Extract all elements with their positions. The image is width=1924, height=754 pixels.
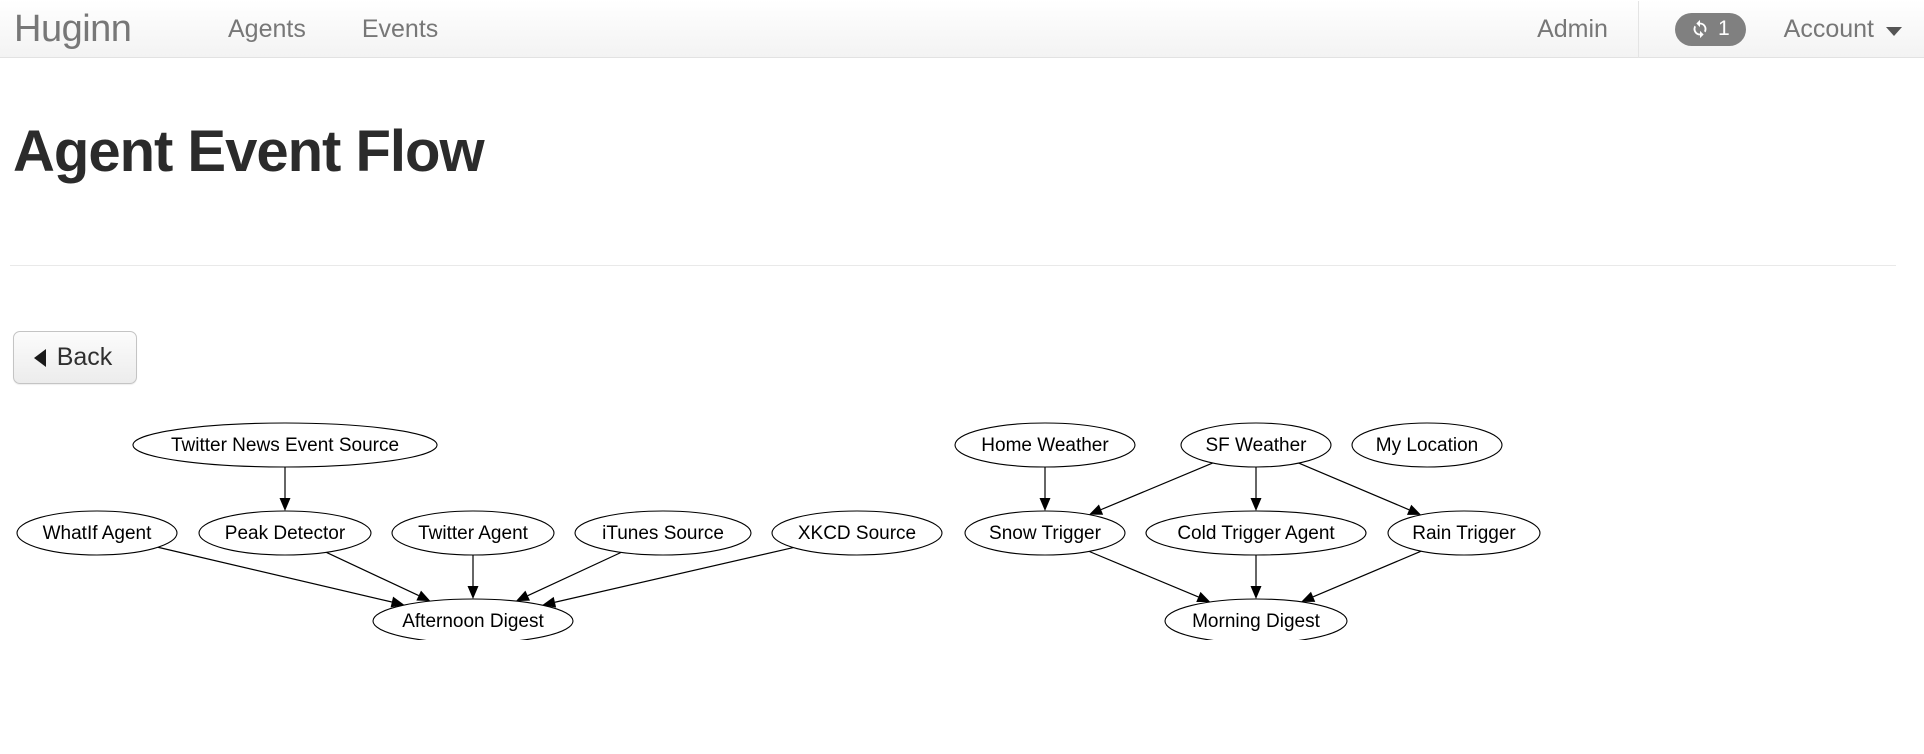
node-shape-twitter_news_event_source <box>132 422 438 468</box>
edge-whatif_agent-to-afternoon_digest <box>157 546 392 603</box>
arrowhead-sf_weather-to-rain_trigger <box>1406 504 1422 515</box>
primary-nav: Agents Events <box>200 0 466 58</box>
edge-rain_trigger-to-morning_digest <box>1312 550 1422 598</box>
status-badge-count: 1 <box>1717 17 1730 40</box>
graph-node-twitter_news_event_source[interactable]: Twitter News Event Source <box>132 422 438 468</box>
node-label-afternoon_digest: Afternoon Digest <box>402 611 544 632</box>
graph-node-itunes_source[interactable]: iTunes Source <box>574 510 752 556</box>
node-label-cold_trigger_agent: Cold Trigger Agent <box>1177 523 1335 544</box>
arrowhead-itunes_source-to-afternoon_digest <box>515 590 531 602</box>
edge-itunes_source-to-afternoon_digest <box>527 551 622 597</box>
chevron-left-icon <box>33 348 46 367</box>
node-shape-home_weather <box>954 422 1136 468</box>
status-badge[interactable]: 1 <box>1674 12 1746 46</box>
node-shape-xkcd_source <box>771 510 943 556</box>
node-label-my_location: My Location <box>1376 435 1478 456</box>
arrowhead-sf_weather-to-snow_trigger <box>1089 504 1104 515</box>
secondary-nav: Admin 1 Account <box>1507 0 1924 58</box>
graph-node-my_location[interactable]: My Location <box>1351 422 1503 468</box>
arrowhead-snow_trigger-to-morning_digest <box>1196 591 1211 603</box>
edges-layer <box>157 462 1422 608</box>
top-navbar: Huginn Agents Events Admin 1 Account <box>0 0 1924 58</box>
edge-sf_weather-to-rain_trigger <box>1298 462 1410 511</box>
graph-node-afternoon_digest[interactable]: Afternoon Digest <box>372 598 574 640</box>
edge-xkcd_source-to-afternoon_digest <box>554 546 794 603</box>
node-label-sf_weather: SF Weather <box>1205 435 1307 456</box>
graph-node-sf_weather[interactable]: SF Weather <box>1180 422 1332 468</box>
node-shape-afternoon_digest <box>372 598 574 640</box>
arrowhead-twitter_news_event_source-to-peak_detector <box>279 498 291 511</box>
arrowhead-home_weather-to-snow_trigger <box>1039 498 1051 511</box>
refresh-icon <box>1689 18 1711 40</box>
back-button[interactable]: Back <box>13 331 137 384</box>
node-label-twitter_news_event_source: Twitter News Event Source <box>171 435 399 456</box>
node-label-peak_detector: Peak Detector <box>225 523 346 544</box>
arrowhead-rain_trigger-to-morning_digest <box>1301 591 1316 602</box>
node-label-xkcd_source: XKCD Source <box>798 523 916 544</box>
arrowhead-whatif_agent-to-afternoon_digest <box>390 596 405 608</box>
page-title: Agent Event Flow <box>13 119 485 184</box>
nav-link-agents[interactable]: Agents <box>228 15 306 43</box>
graph-node-rain_trigger[interactable]: Rain Trigger <box>1387 510 1541 556</box>
nav-link-admin[interactable]: Admin <box>1537 15 1608 43</box>
node-shape-peak_detector <box>198 510 372 556</box>
arrowhead-twitter_agent-to-afternoon_digest <box>467 586 479 599</box>
arrowhead-xkcd_source-to-afternoon_digest <box>542 596 557 608</box>
nav-link-events[interactable]: Events <box>361 15 439 43</box>
node-label-whatif_agent: WhatIf Agent <box>43 523 153 544</box>
title-divider <box>10 265 1896 266</box>
account-menu-label: Account <box>1783 15 1874 43</box>
graph-node-home_weather[interactable]: Home Weather <box>954 422 1136 468</box>
node-label-twitter_agent: Twitter Agent <box>418 523 529 544</box>
node-shape-rain_trigger <box>1387 510 1541 556</box>
node-shape-itunes_source <box>574 510 752 556</box>
node-shape-cold_trigger_agent <box>1145 510 1367 556</box>
node-shape-sf_weather <box>1180 422 1332 468</box>
arrowhead-peak_detector-to-afternoon_digest <box>416 590 431 602</box>
graph-node-cold_trigger_agent[interactable]: Cold Trigger Agent <box>1145 510 1367 556</box>
edge-sf_weather-to-snow_trigger <box>1100 462 1214 511</box>
graph-node-whatif_agent[interactable]: WhatIf Agent <box>16 510 178 556</box>
node-shape-whatif_agent <box>16 510 178 556</box>
graph-node-twitter_agent[interactable]: Twitter Agent <box>391 510 555 556</box>
node-shape-morning_digest <box>1164 598 1348 640</box>
node-label-rain_trigger: Rain Trigger <box>1412 523 1516 544</box>
account-menu[interactable]: Account <box>1784 0 1924 58</box>
chevron-down-icon <box>1886 26 1902 36</box>
graph-node-morning_digest[interactable]: Morning Digest <box>1164 598 1348 640</box>
node-label-morning_digest: Morning Digest <box>1192 611 1320 632</box>
node-shape-twitter_agent <box>391 510 555 556</box>
graph-node-peak_detector[interactable]: Peak Detector <box>198 510 372 556</box>
node-label-snow_trigger: Snow Trigger <box>989 523 1102 544</box>
graph-node-xkcd_source[interactable]: XKCD Source <box>771 510 943 556</box>
node-label-itunes_source: iTunes Source <box>602 523 724 544</box>
node-label-home_weather: Home Weather <box>981 435 1109 456</box>
nav-divider <box>1637 0 1639 58</box>
back-button-label: Back <box>56 343 113 371</box>
graph-node-snow_trigger[interactable]: Snow Trigger <box>964 510 1126 556</box>
worker-status-badge-wrapper: 1 <box>1639 0 1784 58</box>
arrowhead-sf_weather-to-cold_trigger_agent <box>1250 498 1262 511</box>
brand-logo[interactable]: Huginn <box>14 8 132 50</box>
edge-snow_trigger-to-morning_digest <box>1088 550 1199 598</box>
edge-peak_detector-to-afternoon_digest <box>325 551 419 597</box>
node-shape-my_location <box>1351 422 1503 468</box>
node-shape-snow_trigger <box>964 510 1126 556</box>
arrowhead-cold_trigger_agent-to-morning_digest <box>1250 586 1262 599</box>
